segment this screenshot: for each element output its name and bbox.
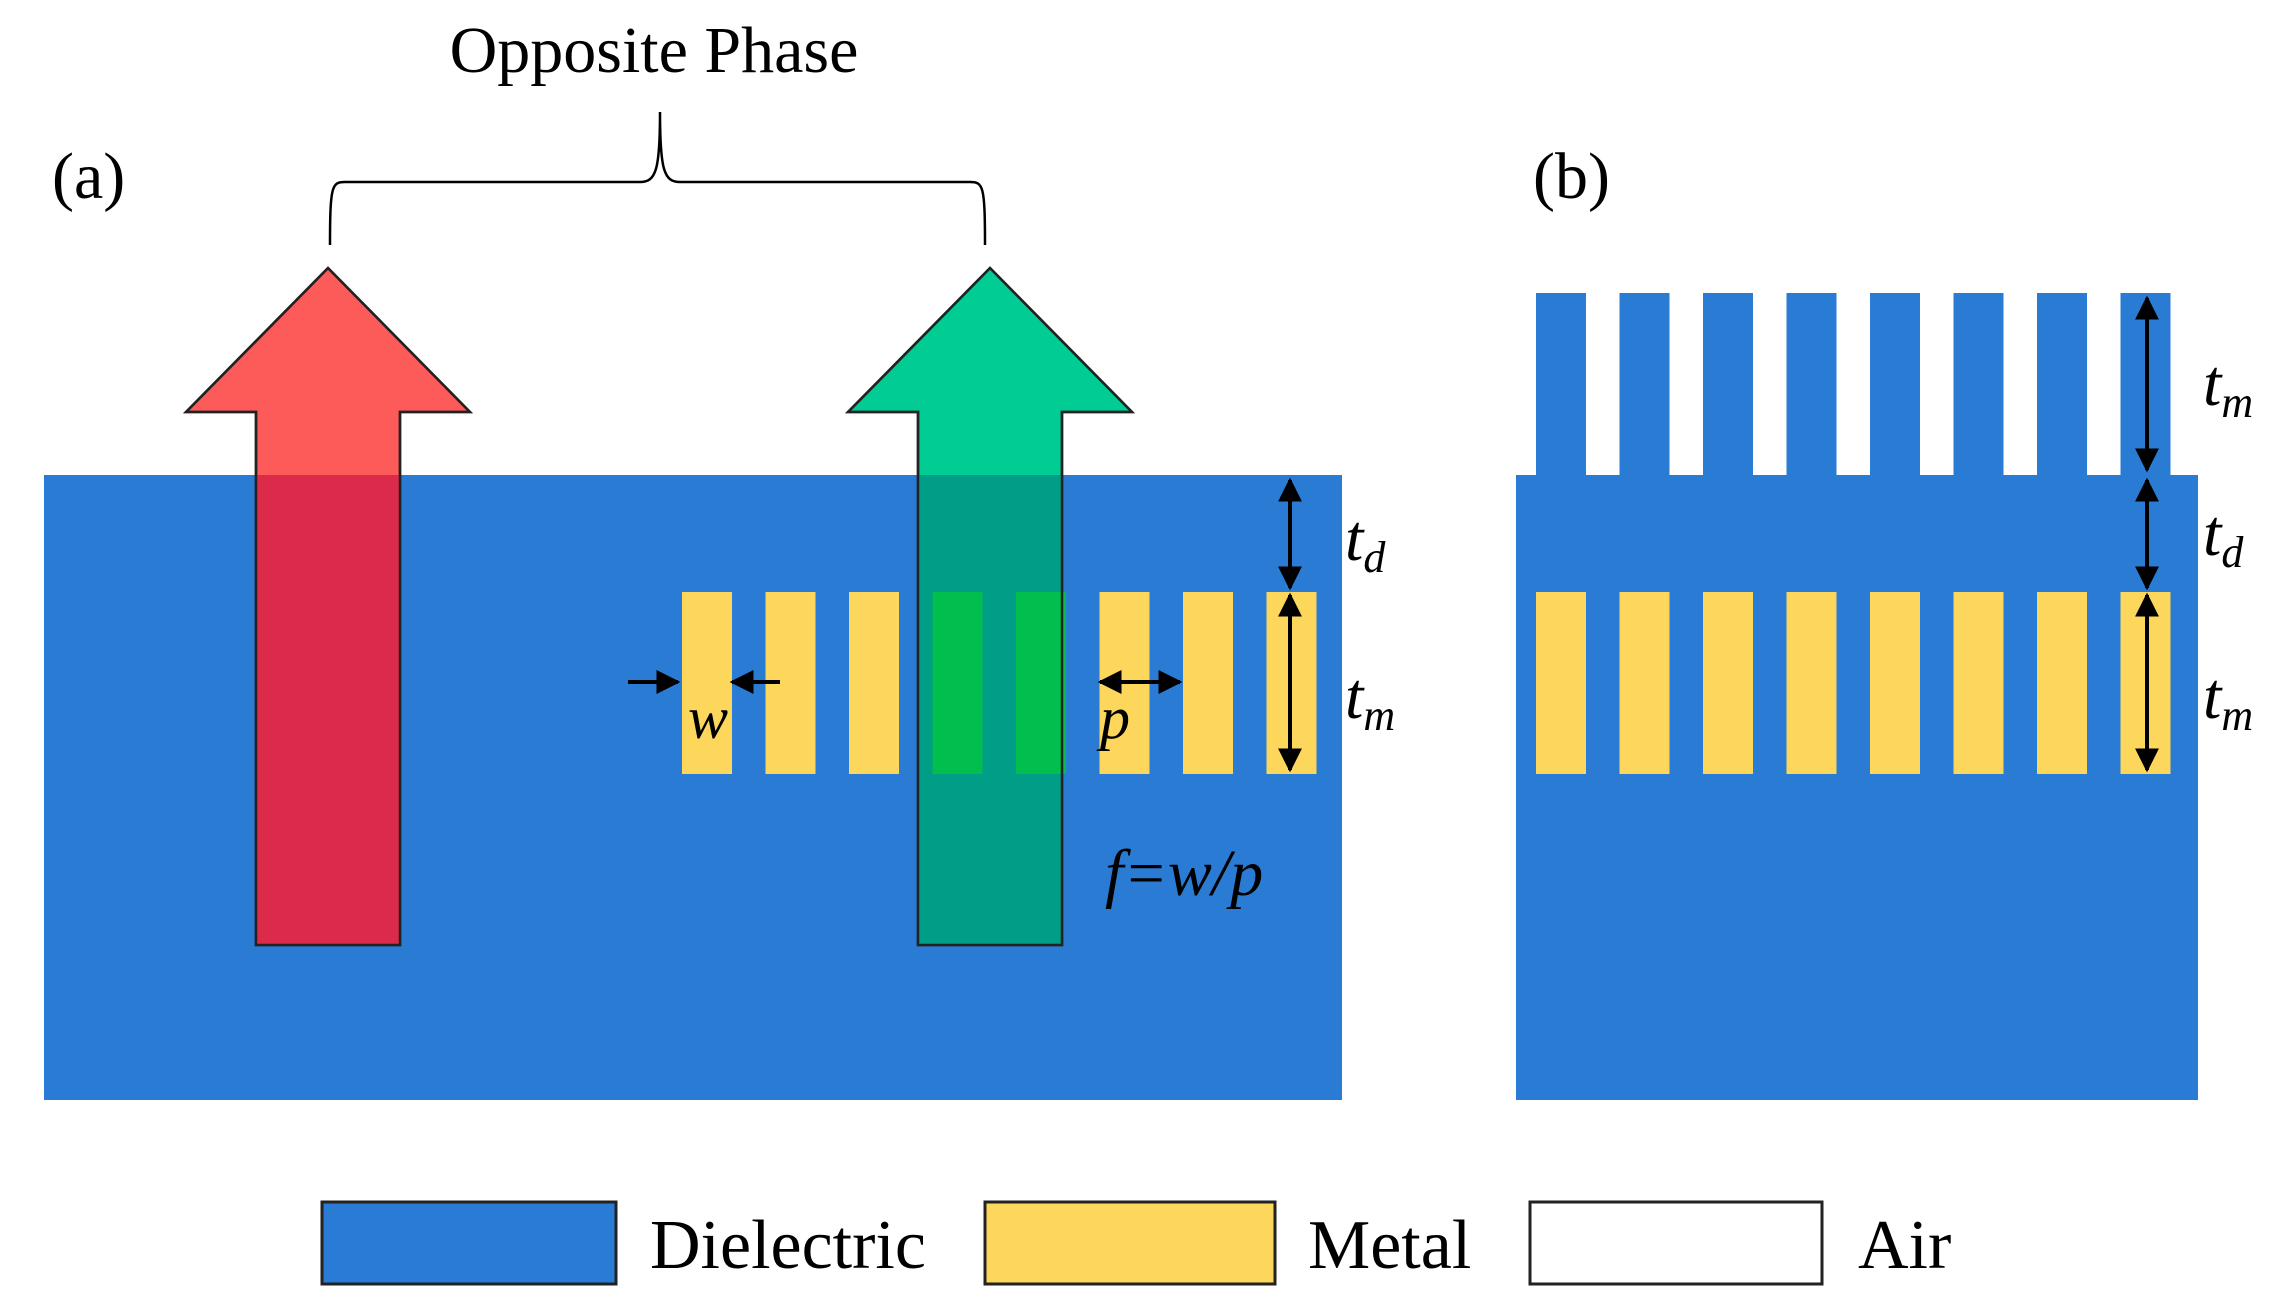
dielectric-ridge-b [1786,293,1837,477]
panel-b: tm td tm [1516,293,2253,1100]
metal-strip-under-arrow [1016,592,1066,774]
legend-swatch-air [1528,1200,1824,1286]
tm-top-label-b: tm [2203,347,2253,427]
legend: Dielectric Metal Air [320,1200,1951,1286]
legend-label-metal: Metal [1308,1207,1471,1284]
dielectric-ridge-b [1703,293,1753,477]
metal-strip-b [1619,592,1670,774]
metal-grating-b [1536,592,2171,774]
tm-label-a: tm [1345,660,1395,740]
legend-swatch-metal [983,1200,1277,1286]
panel-a: w p f=w/p td tm [44,266,1395,1100]
metal-strip-b [1536,592,1586,774]
dielectric-ridge-b [1870,293,1920,477]
green-arrow-outline [845,266,1135,947]
dielectric-ridge-b [1536,293,1586,477]
dielectric-ridge-b [2037,293,2087,477]
brace [328,111,987,246]
dielectric-b [1516,475,2198,1100]
w-label: w [688,685,728,751]
panel-b-label: (b) [1533,140,1610,213]
legend-label-air: Air [1858,1207,1951,1284]
metal-strip-a [849,592,899,774]
td-label-a: td [1345,502,1386,582]
panel-a-label: (a) [52,140,125,213]
dielectric-ridge-b [1619,293,1670,477]
legend-swatch-dielectric [320,1200,618,1286]
metal-strip-b [1786,592,1837,774]
tm-bottom-label-b: tm [2203,660,2253,740]
dielectric-ridge-b [1953,293,2004,477]
metal-strip-b [1703,592,1753,774]
metal-strip-b [2037,592,2087,774]
dielectric-a [44,475,1342,1100]
dielectric-ridges-b [1536,293,2171,477]
metal-under-green-arrow [932,592,1066,774]
td-label-b: td [2203,497,2244,577]
metal-strip-under-arrow [932,592,983,774]
metal-strip-b [1870,592,1920,774]
metal-strip-b [1953,592,2004,774]
metal-strip-a [1183,592,1233,774]
f-label: f=w/p [1105,837,1263,910]
red-arrow-outline [183,266,473,947]
title: Opposite Phase [450,14,859,87]
p-label: p [1096,685,1130,751]
metal-strip-a [682,592,732,774]
legend-label-dielectric: Dielectric [650,1207,926,1284]
red-arrow-overlap [256,475,400,945]
